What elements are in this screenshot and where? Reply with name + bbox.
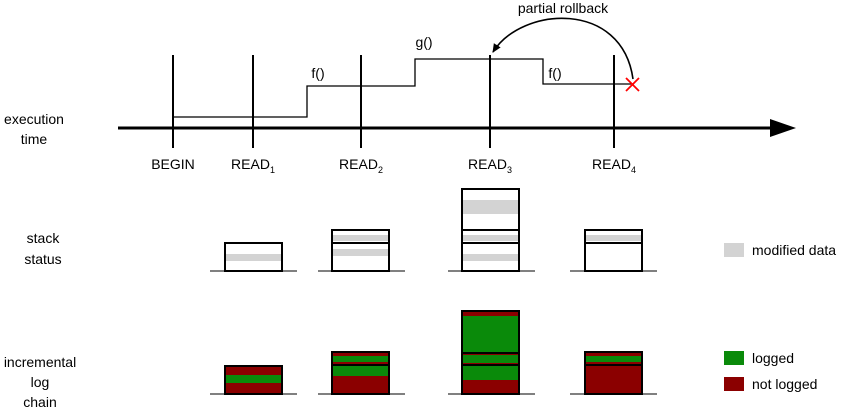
arrow-right-icon bbox=[770, 119, 796, 137]
function-label-f2: f() bbox=[548, 65, 561, 81]
log-label-line3: chain bbox=[23, 394, 56, 409]
log-read1 bbox=[210, 365, 297, 395]
cross-icon bbox=[625, 77, 640, 92]
legend-label-modified: modified data bbox=[752, 242, 836, 258]
stack-label-line1: stack bbox=[27, 230, 61, 246]
marker-label-read1: READ1 bbox=[231, 156, 275, 175]
axis-label-line1: execution bbox=[4, 111, 64, 127]
log-read3 bbox=[448, 310, 535, 395]
rollback-arrow bbox=[492, 17, 634, 80]
legend-swatch-modified bbox=[724, 243, 744, 257]
legend-swatch-not-logged bbox=[724, 377, 744, 391]
rollback-annotation: partial rollback bbox=[518, 0, 609, 16]
marker-label-read3: READ3 bbox=[468, 156, 512, 175]
stack-read2 bbox=[318, 229, 405, 272]
legend-label-logged: logged bbox=[752, 350, 794, 366]
marker-label-read2: READ2 bbox=[339, 156, 383, 175]
stack-status-row: stack status bbox=[24, 188, 836, 272]
function-label-f1: f() bbox=[311, 65, 324, 81]
call-depth-line bbox=[173, 58, 631, 118]
marker-label-begin: BEGIN bbox=[151, 156, 195, 172]
log-chain-row: incremental log chain bbox=[4, 310, 817, 409]
log-read4 bbox=[570, 351, 657, 395]
stack-read1 bbox=[210, 242, 297, 272]
stack-read4 bbox=[570, 229, 657, 272]
log-read2 bbox=[318, 351, 405, 395]
axis-label-line2: time bbox=[21, 131, 48, 147]
log-label-line1: incremental bbox=[4, 354, 76, 370]
stack-read3 bbox=[448, 188, 535, 272]
legend-label-not-logged: not logged bbox=[752, 376, 817, 392]
log-label-line2: log bbox=[31, 374, 50, 390]
timeline: f() g() f() partial rollback execution t… bbox=[4, 0, 796, 175]
marker-label-read4: READ4 bbox=[592, 156, 636, 175]
function-label-g: g() bbox=[415, 34, 432, 50]
legend-swatch-logged bbox=[724, 351, 744, 365]
stack-label-line2: status bbox=[24, 251, 61, 267]
